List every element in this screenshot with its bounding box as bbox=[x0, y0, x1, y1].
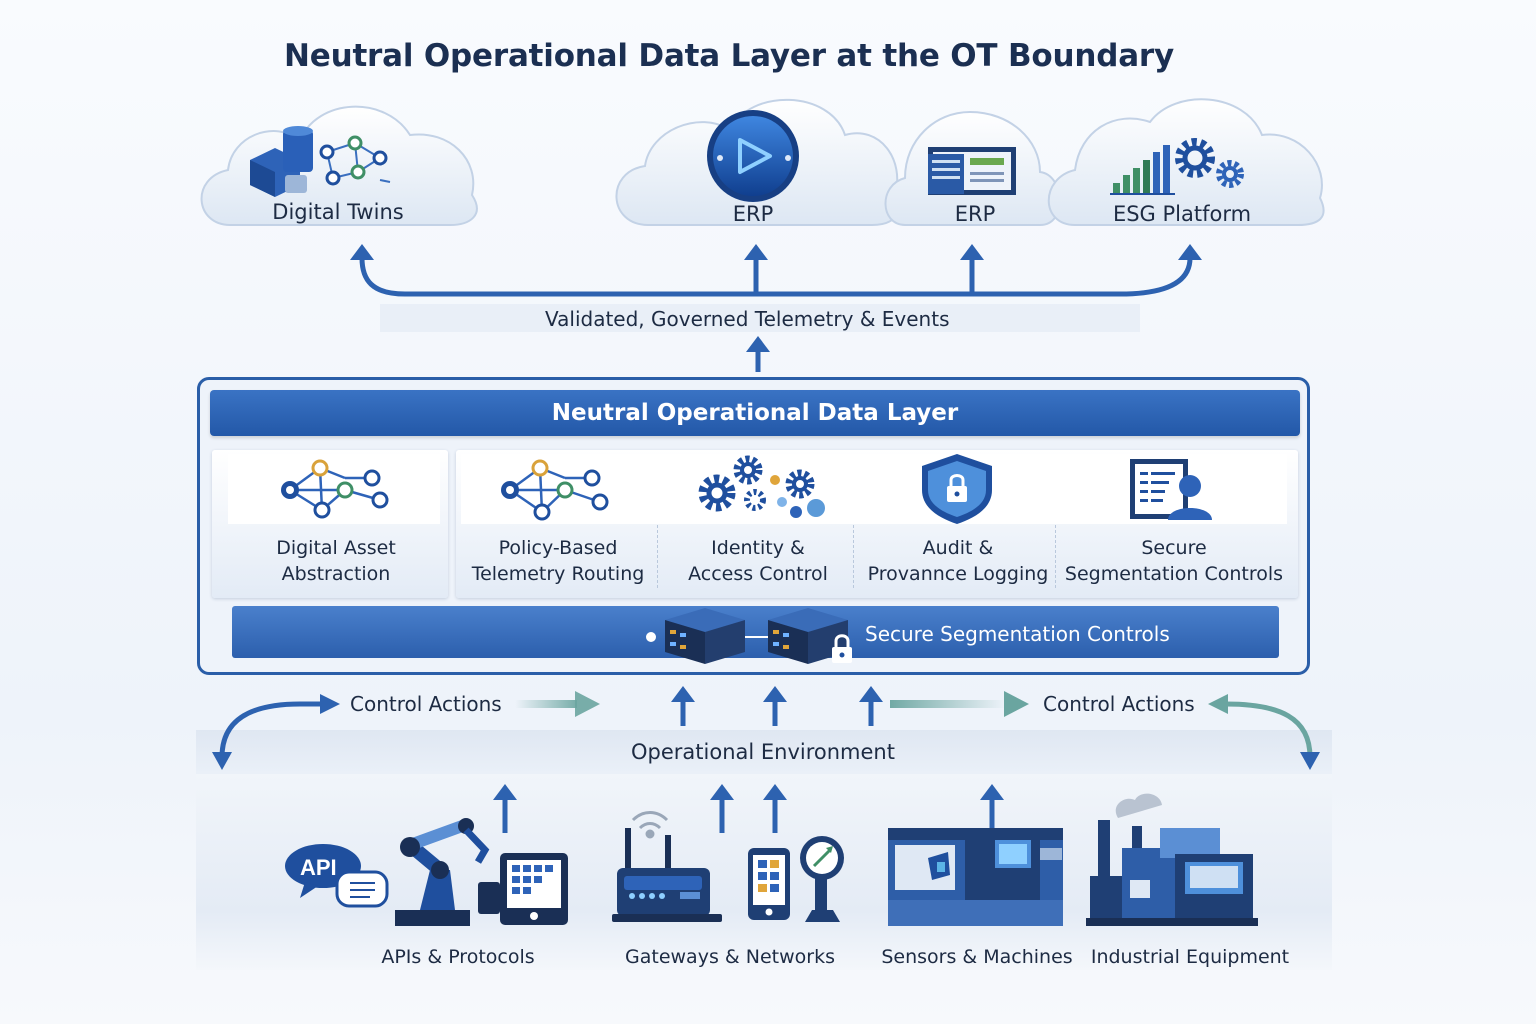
control-actions-right: Control Actions bbox=[1043, 692, 1195, 716]
server-stack-icon bbox=[665, 608, 745, 664]
phone-icon bbox=[748, 848, 790, 920]
control-arrow-fade-right bbox=[890, 691, 1029, 717]
environment-band bbox=[196, 730, 1332, 774]
capability-line2: Provannce Logging bbox=[867, 563, 1049, 585]
robot-arm-icon bbox=[395, 818, 500, 926]
telemetry-label: Validated, Governed Telemetry & Events bbox=[545, 307, 950, 331]
capability-digital-asset: Digital Asset Abstraction bbox=[276, 535, 396, 587]
cloud-label-esg-platform: ESG Platform bbox=[1112, 202, 1252, 226]
cloud-digital-twins bbox=[200, 105, 478, 226]
source-label-industrial: Industrial Equipment bbox=[1090, 946, 1290, 968]
capability-line1: Audit & bbox=[922, 537, 994, 559]
control-arrow-fade-left bbox=[515, 691, 600, 717]
control-arrow-left bbox=[212, 694, 340, 770]
capability-line1: Digital Asset bbox=[276, 537, 396, 559]
source-label-apis: APIs & Protocols bbox=[381, 946, 535, 968]
user-document-icon bbox=[1130, 459, 1212, 520]
router-icon bbox=[612, 828, 722, 922]
arrowheads-top bbox=[350, 244, 1202, 260]
upstream-arrows bbox=[502, 700, 995, 833]
environment-label: Operational Environment bbox=[631, 740, 895, 764]
capability-line2: Telemetry Routing bbox=[471, 563, 645, 585]
gauge-icon bbox=[800, 836, 844, 922]
control-arrow-right bbox=[1208, 694, 1320, 770]
shield-lock-icon bbox=[922, 454, 992, 524]
capability-line1: Secure bbox=[1141, 537, 1207, 559]
bar-chart-gears-icon bbox=[1110, 138, 1244, 195]
telemetry-arrows bbox=[359, 255, 1193, 297]
wifi-icon bbox=[631, 811, 669, 839]
routing-graph-icon bbox=[501, 459, 609, 521]
cloud-label-erp-1: ERP bbox=[732, 202, 774, 226]
capability-secure-segmentation: Secure Segmentation Controls bbox=[1065, 535, 1283, 587]
play-circle-icon bbox=[707, 110, 799, 202]
control-actions-left: Control Actions bbox=[350, 692, 502, 716]
source-label-gateways: Gateways & Networks bbox=[625, 946, 835, 968]
server-stack-icon bbox=[768, 608, 848, 664]
tablet-icon bbox=[500, 853, 568, 925]
upstream-arrowheads bbox=[493, 686, 1004, 800]
capability-audit-logging: Audit & Provannce Logging bbox=[868, 535, 1049, 587]
capability-identity-access: Identity & Access Control bbox=[688, 535, 828, 587]
api-badge-text: API bbox=[300, 855, 337, 880]
telemetry-band bbox=[380, 304, 1140, 332]
data-node bbox=[646, 632, 656, 642]
network-graph-icon bbox=[281, 459, 389, 519]
dashboard-window-icon bbox=[928, 147, 1016, 195]
cloud-label-digital-twins: Digital Twins bbox=[272, 200, 404, 224]
segmentation-label: Secure Segmentation Controls bbox=[865, 622, 1170, 646]
capability-line2: Access Control bbox=[688, 563, 828, 585]
cnc-machine-icon bbox=[888, 828, 1063, 926]
segmentation-bar bbox=[232, 606, 1279, 658]
api-badge-icon: API bbox=[285, 844, 389, 908]
capability-line1: Policy-Based bbox=[498, 537, 618, 559]
digital-twin-icon bbox=[250, 126, 391, 197]
cloud-label-erp-2: ERP bbox=[954, 202, 996, 226]
lock-icon bbox=[832, 634, 852, 663]
source-label-sensors: Sensors & Machines bbox=[881, 946, 1073, 968]
capability-line1: Identity & bbox=[711, 537, 805, 559]
layer-up-arrow bbox=[746, 336, 770, 372]
capability-line2: Abstraction bbox=[281, 563, 391, 585]
data-layer-title: Neutral Operational Data Layer bbox=[551, 400, 959, 426]
data-layer-banner: Neutral Operational Data Layer bbox=[210, 390, 1300, 436]
gears-icon bbox=[698, 455, 825, 518]
factory-icon bbox=[1086, 793, 1258, 926]
capability-line2: Segmentation Controls bbox=[1064, 563, 1284, 585]
capability-policy-routing: Policy-Based Telemetry Routing bbox=[472, 535, 645, 587]
page-title: Neutral Operational Data Layer at the OT… bbox=[284, 38, 1175, 74]
